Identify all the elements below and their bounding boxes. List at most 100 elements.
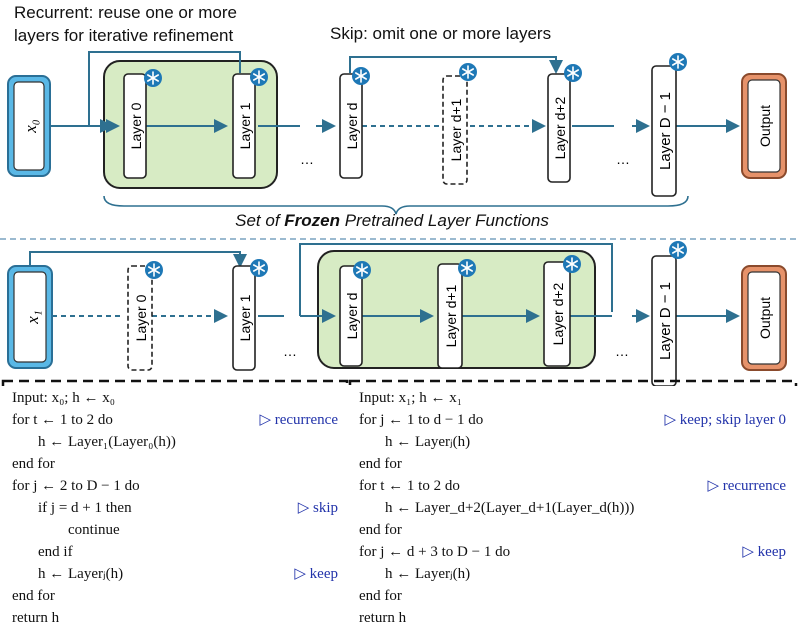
bottom-layer-last-box <box>651 255 677 386</box>
skip-arrow <box>29 251 247 270</box>
snowflake-icon <box>668 52 688 72</box>
bottom-ellipsis-1: … <box>283 343 297 359</box>
skip-arrow <box>349 56 563 74</box>
algorithm-line: end for <box>355 520 792 541</box>
snowflake-icon <box>668 240 688 260</box>
algorithm-code: h ← Layerⱼ(h) <box>38 566 124 582</box>
algorithm-code: return h <box>359 610 407 626</box>
algorithm-line: h ← Layerⱼ(h) <box>355 432 792 453</box>
algorithm-right: Input: x₁; h ← x₁ for j ← 1 to d − 1 do ▷ … <box>355 386 792 632</box>
top-layer-d1-label: Layer d+1 <box>448 98 464 161</box>
bottom-layer-last-label: Layer D − 1 <box>657 282 674 360</box>
algorithm-line: return h <box>355 608 792 629</box>
algorithm-comment: ▷ recurrence <box>259 412 338 428</box>
algorithm-code: if j = d + 1 then <box>38 500 132 516</box>
algorithm-line: Input: x₁; h ← x₁ <box>355 388 792 409</box>
snowflake-icon <box>457 258 477 278</box>
snowflake-icon <box>143 68 163 88</box>
frozen-brace <box>103 195 689 215</box>
algorithm-code: Input: x₀; h ← x₀ <box>12 390 115 406</box>
algorithm-code: continue <box>68 522 120 538</box>
algorithm-code: h ← Layer_d+2(Layer_d+1(Layer_d(h))) <box>385 500 635 516</box>
top-layer-d-label: Layer d <box>344 103 360 150</box>
recurrent-label-line1: Recurrent: reuse one or more <box>14 3 237 22</box>
algorithm-comment: ▷ keep <box>294 566 338 582</box>
bottom-layer-1-box <box>232 265 256 371</box>
algorithm-code: return h <box>12 610 60 626</box>
algorithm-code: end for <box>359 588 402 604</box>
algorithm-code: h ← Layerⱼ(h) <box>385 566 471 582</box>
algorithm-line: continue <box>8 520 344 541</box>
top-row: x₀ Layer 0 Layer 1 … Layer d Layer d+1 L… <box>7 51 787 215</box>
algorithm-comment: ▷ keep <box>742 544 786 560</box>
input-x0-label: x₀ <box>21 119 40 134</box>
top-layer-last-box <box>651 65 677 197</box>
bottom-layer-1-label: Layer 1 <box>237 294 253 341</box>
recurrent-loop-arrow <box>88 51 241 126</box>
snowflake-icon <box>351 66 371 86</box>
algorithm-line: end for <box>355 454 792 475</box>
algorithm-line: Input: x₀; h ← x₀ <box>8 388 344 409</box>
top-output-label: Output <box>757 105 773 147</box>
snowflake-icon <box>249 67 269 87</box>
algorithm-code: for t ← 1 to 2 do <box>359 478 460 494</box>
bottom-layer-d2-box <box>543 261 571 367</box>
top-layer-d-box <box>339 73 363 179</box>
snowflake-icon <box>352 260 372 280</box>
input-x1-label: x₁ <box>23 310 42 324</box>
algorithm-code: h ← Layer₁(Layer₀(h)) <box>38 434 176 450</box>
algorithm-code: for t ← 1 to 2 do <box>12 412 113 428</box>
bottom-ellipsis-2: … <box>615 343 629 359</box>
top-layer-1-box <box>232 73 256 179</box>
algorithm-line: h ← Layerⱼ(h) ▷ keep <box>8 564 344 585</box>
bottom-layer-d-label: Layer d <box>344 293 360 340</box>
bottom-layer-d1-label: Layer d+1 <box>443 284 459 347</box>
algorithm-code: end for <box>359 522 402 538</box>
algorithm-line: h ← Layer_d+2(Layer_d+1(Layer_d(h))) <box>355 498 792 519</box>
algorithm-line: h ← Layer₁(Layer₀(h)) <box>8 432 344 453</box>
bottom-layer-0-skipped-box <box>127 265 153 371</box>
snowflake-icon <box>563 63 583 83</box>
algorithm-line: end for <box>8 586 344 607</box>
algorithm-line: for j ← 1 to d − 1 do ▷ keep; skip layer … <box>355 410 792 431</box>
algorithm-comment: ▷ keep; skip layer 0 <box>664 412 786 428</box>
algorithm-line: return h <box>8 608 344 629</box>
top-layer-last-label: Layer D − 1 <box>657 92 674 170</box>
algorithm-line: for t ← 1 to 2 do ▷ recurrence <box>355 476 792 497</box>
top-layer-1-label: Layer 1 <box>237 102 253 149</box>
algorithm-code: h ← Layerⱼ(h) <box>385 434 471 450</box>
algorithm-comment: ▷ skip <box>297 500 338 516</box>
algorithm-code: Input: x₁; h ← x₁ <box>359 390 462 406</box>
algorithm-line: for j ← d + 3 to D − 1 do ▷ keep <box>355 542 792 563</box>
top-ellipsis-2: … <box>616 151 630 167</box>
algorithm-code: end if <box>38 544 73 560</box>
top-layer-d2-box <box>547 73 571 183</box>
frozen-caption: Set of Frozen Pretrained Layer Functions <box>235 211 549 230</box>
algorithm-code: for j ← 1 to d − 1 do <box>359 412 484 428</box>
snowflake-icon <box>562 254 582 274</box>
algorithm-line: if j = d + 1 then ▷ skip <box>8 498 344 519</box>
bottom-layer-d2-label: Layer d+2 <box>550 282 566 345</box>
algorithm-code: for j ← 2 to D − 1 do <box>12 478 140 494</box>
top-ellipsis-1: … <box>300 151 314 167</box>
algorithm-code: end for <box>12 588 55 604</box>
bottom-layer-0-label: Layer 0 <box>133 294 149 341</box>
algorithm-code: for j ← d + 3 to D − 1 do <box>359 544 511 560</box>
snowflake-icon <box>144 260 164 280</box>
algorithm-line: for j ← 2 to D − 1 do <box>8 476 344 497</box>
architecture-diagram: Recurrent: reuse one or more layers for … <box>0 3 800 386</box>
bottom-layer-d1-box <box>437 263 463 369</box>
bottom-layer-d-box <box>339 265 363 367</box>
top-layer-d2-label: Layer d+2 <box>552 96 568 159</box>
algorithm-line: for t ← 1 to 2 do ▷ recurrence <box>8 410 344 431</box>
recurrent-loop-arrow <box>299 243 613 316</box>
algorithm-comment: ▷ recurrence <box>707 478 786 494</box>
algorithm-line: end if <box>8 542 344 563</box>
bottom-output-label: Output <box>757 297 773 339</box>
algorithm-code: end for <box>359 456 402 472</box>
algorithm-line: h ← Layerⱼ(h) <box>355 564 792 585</box>
algorithm-line: end for <box>8 454 344 475</box>
snowflake-icon <box>458 62 478 82</box>
top-layer-d1-skipped-box <box>442 75 468 185</box>
algorithm-code: end for <box>12 456 55 472</box>
